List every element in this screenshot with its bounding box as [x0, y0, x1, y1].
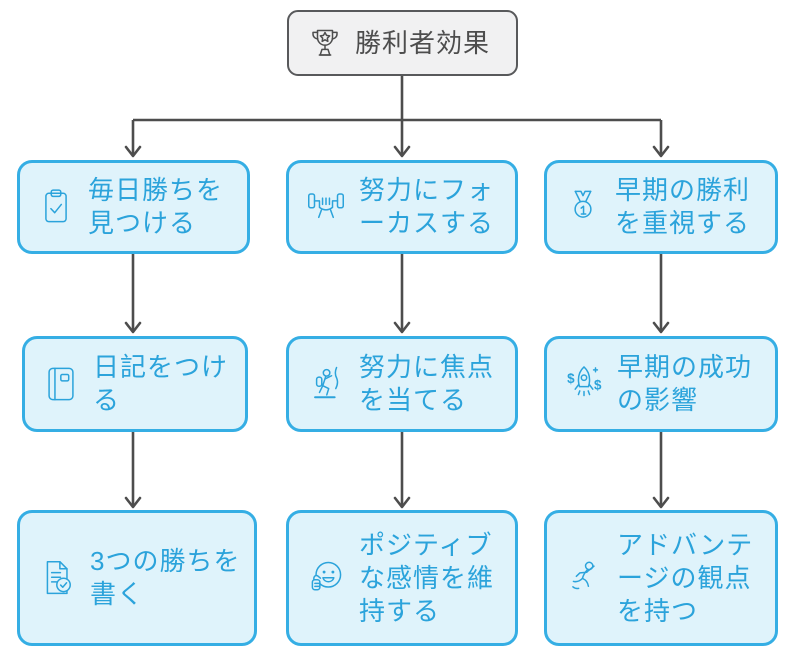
node-find-daily-wins: 毎日勝ちを 見つける	[17, 160, 250, 254]
node-label: 勝利者効果	[355, 27, 491, 58]
node-write-three-wins: 3つの勝ちを 書く	[17, 510, 257, 646]
jumping-person-icon	[561, 555, 607, 601]
node-label: 日記をつけ る	[93, 352, 229, 415]
climber-icon	[303, 361, 349, 407]
node-label: 努力に焦点 を当てる	[359, 352, 495, 415]
node-focus-on-effort: 努力にフォ ーカスする	[286, 160, 518, 254]
smiley-thumbs-up-icon	[303, 555, 349, 601]
node-value-early-wins: 早期の勝利 を重視する	[544, 160, 778, 254]
clipboard-check-icon	[34, 185, 78, 229]
node-advantage-perspective: アドバンテ ージの観点 を持つ	[544, 510, 778, 646]
document-check-icon	[34, 555, 80, 601]
node-label: 早期の成功 の影響	[617, 352, 753, 415]
trophy-icon	[305, 23, 345, 63]
node-focus-attention-effort: 努力に焦点 を当てる	[286, 336, 518, 432]
node-label: 3つの勝ちを 書く	[90, 546, 241, 609]
journal-icon	[39, 362, 83, 406]
svg-text:$: $	[567, 371, 575, 386]
node-label: ポジティブ な感情を維 持する	[359, 529, 495, 626]
node-label: 毎日勝ちを 見つける	[88, 175, 224, 238]
rocket-money-icon: $ $	[561, 361, 607, 407]
node-winner-effect: 勝利者効果	[287, 10, 518, 76]
node-label: 早期の勝利 を重視する	[615, 175, 751, 238]
node-label: 努力にフォ ーカスする	[359, 175, 495, 238]
node-maintain-positive-emotions: ポジティブ な感情を維 持する	[286, 510, 518, 646]
node-label: アドバンテ ージの観点 を持つ	[617, 529, 754, 626]
node-early-success-impact: $ $ 早期の成功 の影響	[544, 336, 778, 432]
medal-icon	[561, 185, 605, 229]
dumbbell-hand-icon	[303, 184, 349, 230]
node-keep-diary: 日記をつけ る	[22, 336, 248, 432]
svg-text:$: $	[594, 377, 602, 392]
